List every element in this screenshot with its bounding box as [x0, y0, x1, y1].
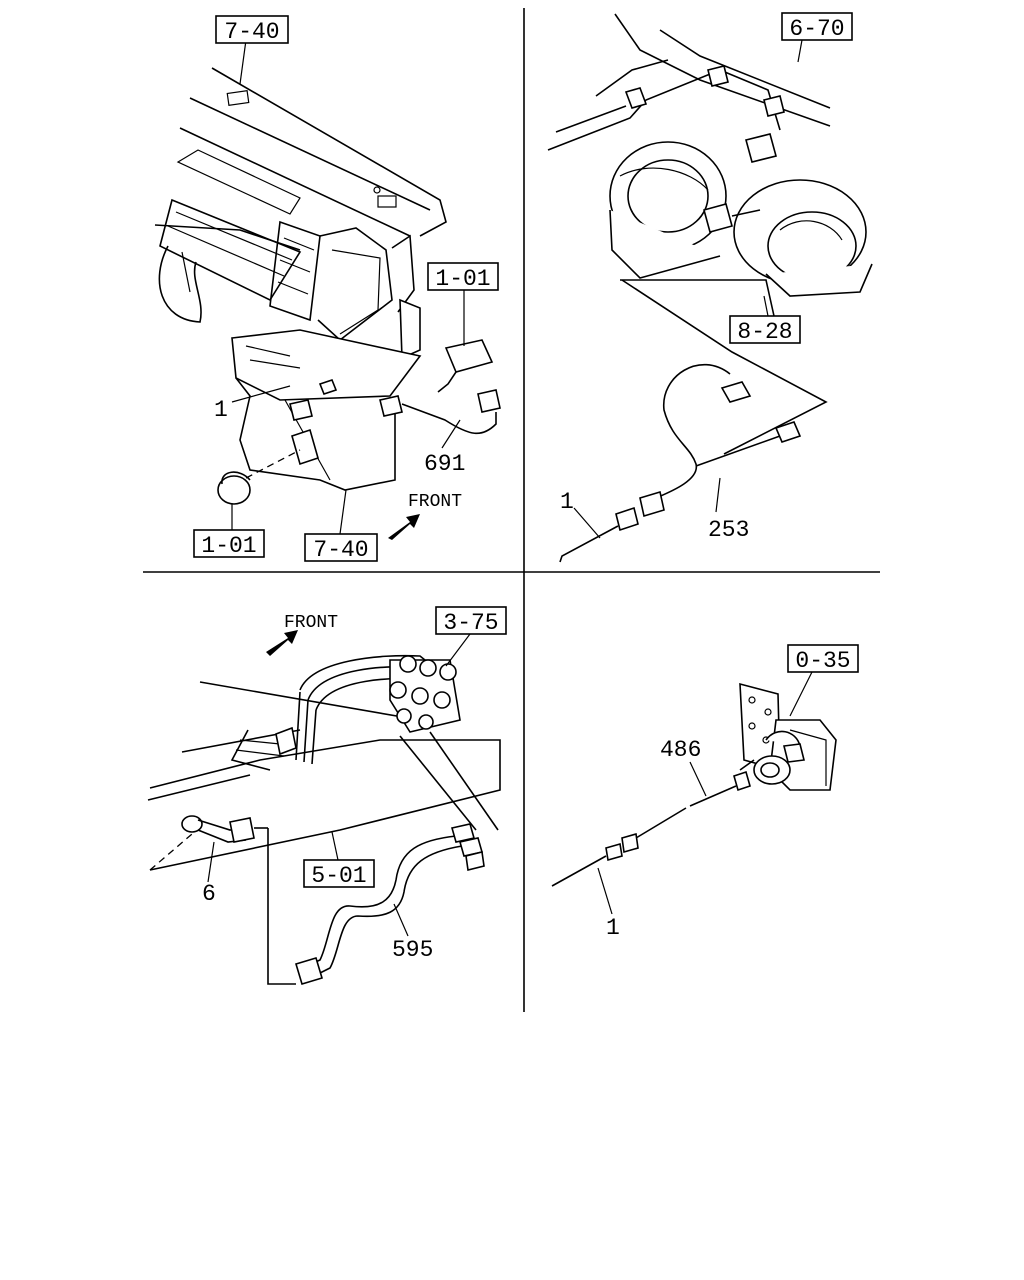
- svg-text:7-40: 7-40: [224, 19, 279, 45]
- panel-bottom-right: 0-35 486 1: [551, 644, 859, 941]
- part-number-691[interactable]: 691: [424, 451, 465, 477]
- dashboard-illustration: [154, 67, 447, 491]
- part-number-6[interactable]: 6: [202, 881, 216, 907]
- svg-text:5-01: 5-01: [311, 863, 366, 889]
- ref-box-0-35[interactable]: 0-35: [787, 644, 859, 674]
- svg-text:1-01: 1-01: [435, 266, 490, 292]
- ref-box-8-28[interactable]: 8-28: [729, 315, 801, 345]
- ref-box-7-40-bottom[interactable]: 7-40: [304, 533, 378, 563]
- part-number-595[interactable]: 595: [392, 937, 433, 963]
- ref-box-1-01-cap[interactable]: 1-01: [193, 529, 265, 559]
- front-arrow: FRONT: [266, 613, 338, 656]
- harness-486-part: [551, 770, 751, 887]
- part-number-1[interactable]: 1: [214, 397, 228, 423]
- harness-595-part: [267, 731, 499, 985]
- panel-top-left: FRONT 7-40 1-01 1-01 7-40 1 691: [154, 15, 501, 563]
- part-number-1[interactable]: 1: [606, 915, 620, 941]
- svg-text:0-35: 0-35: [795, 648, 850, 674]
- svg-text:3-75: 3-75: [443, 610, 498, 636]
- front-label: FRONT: [408, 492, 462, 512]
- svg-text:8-28: 8-28: [737, 319, 792, 345]
- harness-253-part: [559, 279, 828, 563]
- leader-lines-top-left: [231, 39, 465, 535]
- leader-lines-bottom-left: [207, 633, 471, 937]
- leader-lines-bottom-right: [597, 671, 813, 915]
- switch-connector-part: [289, 339, 501, 435]
- ref-box-5-01[interactable]: 5-01: [303, 859, 375, 889]
- part-number-1[interactable]: 1: [560, 489, 574, 515]
- ref-box-6-70[interactable]: 6-70: [781, 12, 853, 42]
- ref-box-7-40-top[interactable]: 7-40: [215, 15, 289, 45]
- leader-lines-top-right: [573, 39, 803, 539]
- ref-box-3-75[interactable]: 3-75: [435, 606, 507, 636]
- cap-plug-part: [217, 449, 301, 505]
- part-number-253[interactable]: 253: [708, 517, 749, 543]
- front-arrow: FRONT: [388, 492, 462, 540]
- svg-text:6-70: 6-70: [789, 16, 844, 42]
- svg-text:7-40: 7-40: [313, 537, 368, 563]
- panel-dividers: [143, 8, 880, 1012]
- horn-illustration: [547, 13, 873, 297]
- frame-illustration: [147, 654, 501, 871]
- front-label: FRONT: [284, 613, 338, 633]
- sensor-illustration: [739, 682, 837, 791]
- svg-text:1-01: 1-01: [201, 533, 256, 559]
- ref-box-1-01-switch[interactable]: 1-01: [427, 262, 499, 292]
- grommet-part-6: [149, 815, 268, 871]
- part-number-486[interactable]: 486: [660, 737, 701, 763]
- panel-top-right: 6-70 8-28 1 253: [547, 12, 873, 563]
- panel-bottom-left: FRONT 3-75 5-01 6 595: [147, 606, 507, 985]
